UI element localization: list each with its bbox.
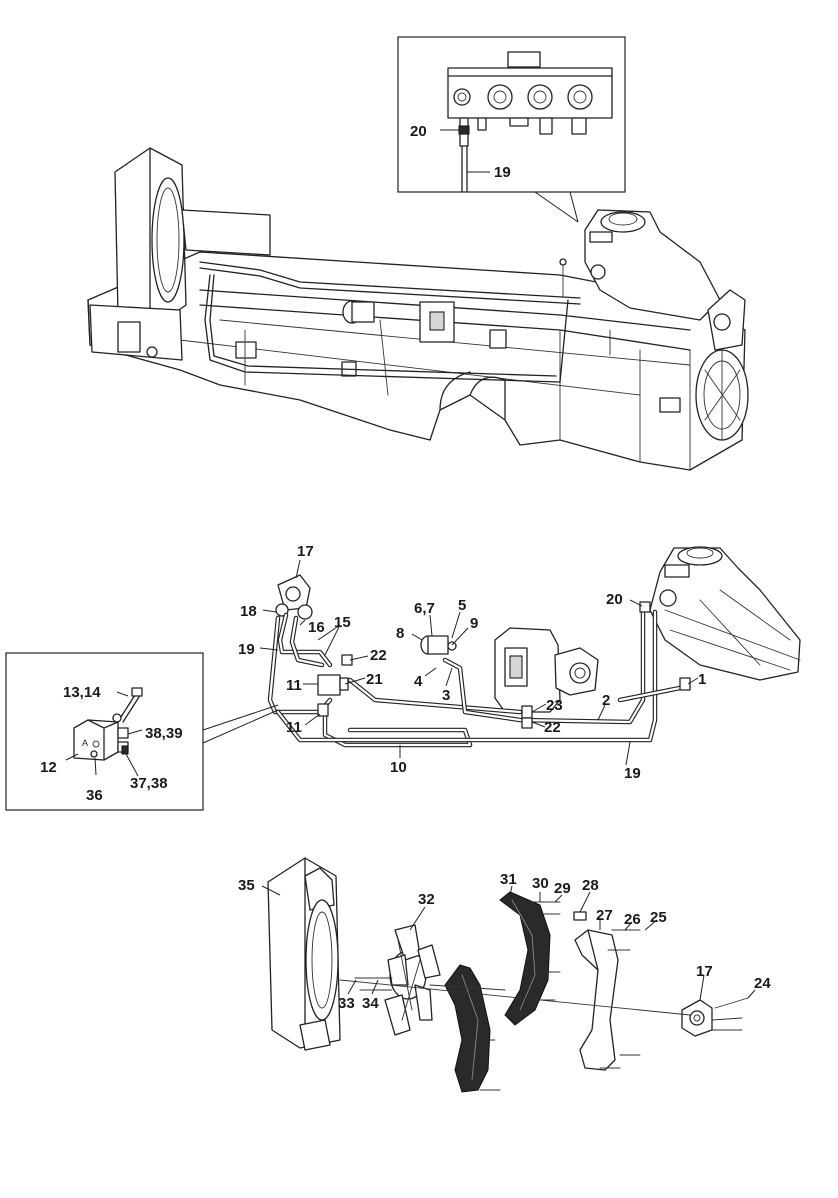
callout-32: 32 [418, 891, 435, 908]
callout-22b: 22 [544, 719, 561, 736]
callout-21: 21 [366, 671, 383, 688]
callout-35: 35 [238, 877, 255, 894]
callout-16: 16 [308, 619, 325, 636]
callout-10: 10 [390, 759, 407, 776]
callout-25: 25 [650, 909, 667, 926]
callout-29: 29 [554, 880, 571, 897]
callout-18: 18 [240, 603, 257, 620]
callout-15: 15 [334, 614, 351, 631]
callout-11b: 11 [286, 719, 302, 736]
callout-37-38: 37,38 [130, 775, 168, 792]
callout-12: 12 [40, 759, 57, 776]
callout-2: 2 [602, 692, 610, 709]
callout-11a: 11 [286, 677, 302, 694]
callout-38-39: 38,39 [145, 725, 183, 742]
callout-28: 28 [582, 877, 599, 894]
callout-17: 17 [297, 543, 314, 560]
callout-4: 4 [414, 673, 423, 690]
callout-26: 26 [624, 911, 641, 928]
inset-valve: A [5, 652, 279, 811]
hydraulic-assembly [259, 546, 801, 766]
callout-22a: 22 [370, 647, 387, 664]
callout-5: 5 [458, 597, 466, 614]
callout-19b: 19 [624, 765, 641, 782]
frame-assembly [87, 147, 749, 471]
callout-34: 34 [362, 995, 379, 1012]
callout-13-14: 13,14 [63, 684, 101, 701]
fan-assembly [261, 857, 756, 1093]
callout-36: 36 [86, 787, 103, 804]
callout-31: 31 [500, 871, 517, 888]
callout-3: 3 [442, 687, 450, 704]
callout-30: 30 [532, 875, 549, 892]
callout-inset-19: 19 [494, 164, 511, 181]
callout-9: 9 [470, 615, 478, 632]
svg-text:A: A [82, 738, 88, 748]
inset-top [397, 36, 626, 223]
callout-19a: 19 [238, 641, 255, 658]
callout-20: 20 [606, 591, 623, 608]
callout-27: 27 [596, 907, 613, 924]
callout-24: 24 [754, 975, 771, 992]
callout-6-7: 6,7 [414, 600, 435, 617]
callout-23: 23 [546, 697, 563, 714]
callout-inset-20: 20 [410, 123, 427, 140]
callout-1: 1 [698, 671, 706, 688]
callout-33: 33 [338, 995, 355, 1012]
callout-17b: 17 [696, 963, 713, 980]
callout-8: 8 [396, 625, 404, 642]
